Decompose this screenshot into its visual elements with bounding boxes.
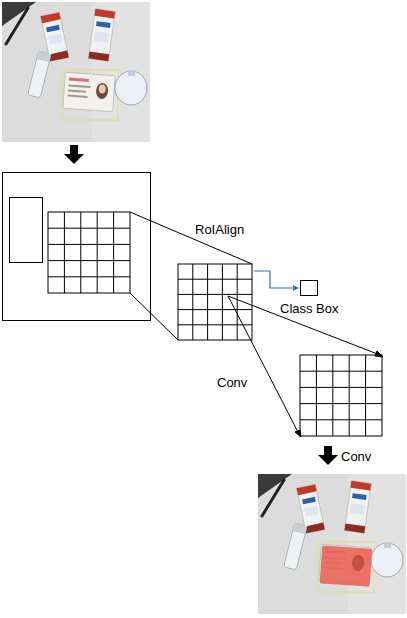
class-box-branch [254,271,299,291]
step-label: Conv [217,375,247,390]
output-box: Class Box [280,280,338,316]
input-photo [2,2,150,142]
step-label: Conv [341,449,371,464]
projection-lines [130,212,252,340]
down-arrow [318,446,338,465]
aligned-grid [178,264,252,340]
step-label: RoIAlign [195,222,244,237]
feature-map-frame [3,173,151,321]
roi-grid [48,212,130,293]
output-square [300,280,318,296]
node-label: Class Box [280,301,338,316]
region-proposal [10,198,43,263]
conv-branch [228,296,383,437]
down-arrow [64,145,84,164]
mask-grid [300,355,382,436]
output-photo [258,474,406,614]
